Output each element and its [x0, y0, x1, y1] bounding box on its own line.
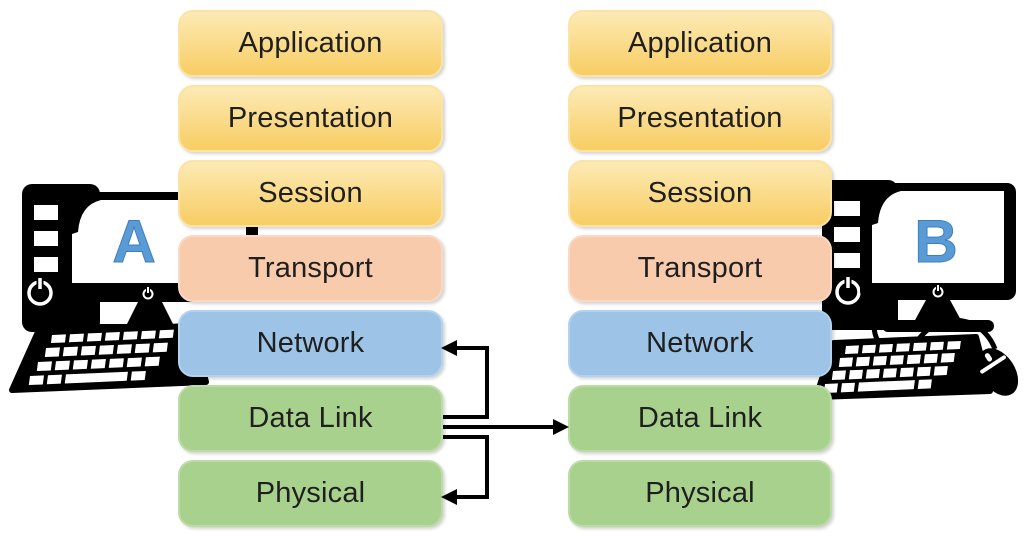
keyboard-keys: [823, 340, 961, 394]
layer-physical-b: Physical: [568, 460, 832, 527]
layer-application-b: Application: [568, 10, 832, 77]
layer-transport-b: Transport: [568, 235, 832, 302]
layer-network-b: Network: [568, 310, 832, 377]
osi-stack-b: Application Presentation Session Transpo…: [568, 10, 832, 535]
layer-session-b: Session: [568, 160, 832, 227]
layer-application-a: Application: [178, 10, 443, 77]
layer-session-a: Session: [178, 160, 443, 227]
keyboard-keys: [28, 329, 174, 386]
monitor-power-icon: [932, 285, 944, 298]
computer-a-letter: A: [112, 208, 155, 275]
monitor-icon: B: [860, 183, 1016, 332]
layer-datalink-a: Data Link: [178, 385, 443, 452]
computer-b-letter: B: [914, 208, 957, 275]
layer-datalink-b: Data Link: [568, 385, 832, 452]
layer-network-a: Network: [178, 310, 443, 377]
arrow-datalink-to-physical: [441, 435, 489, 505]
keyboard-icon: [814, 334, 993, 400]
layer-transport-a: Transport: [178, 235, 443, 302]
power-icon: [835, 276, 861, 305]
mouse-icon: [977, 348, 1019, 396]
page-curl-icon: [872, 191, 901, 225]
monitor-stand: [126, 302, 174, 326]
monitor-base: [882, 320, 994, 332]
layer-physical-a: Physical: [178, 460, 443, 527]
page-curl-icon: [72, 200, 101, 234]
power-icon: [27, 277, 53, 306]
arrow-datalink-a-to-datalink-b: [443, 419, 569, 435]
osi-stack-a: Application Presentation Session Transpo…: [178, 10, 443, 535]
layer-presentation-b: Presentation: [568, 85, 832, 152]
layer-presentation-a: Presentation: [178, 85, 443, 152]
monitor-power-icon: [142, 287, 154, 300]
arrow-datalink-to-network: [441, 340, 489, 419]
keyboard-icon: [9, 323, 209, 393]
computer-b: B: [814, 180, 1019, 400]
monitor-stand: [914, 300, 962, 322]
